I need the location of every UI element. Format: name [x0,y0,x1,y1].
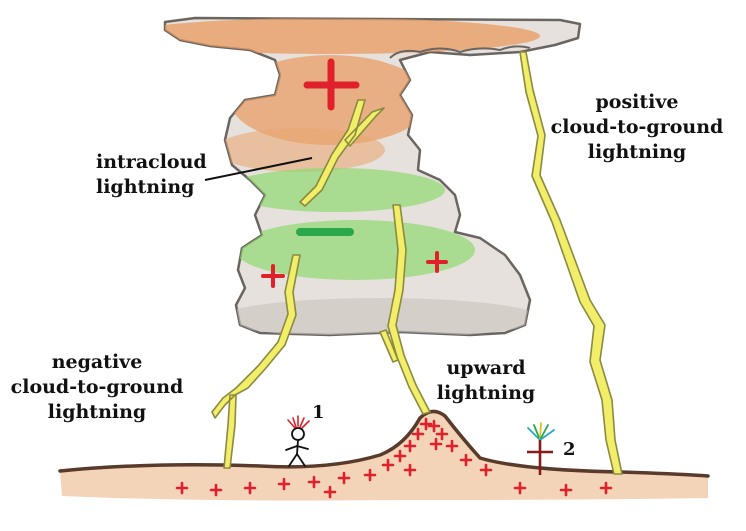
positive-cg-label: positive cloud-to-ground lightning [551,91,724,163]
mid-green-tint [225,168,445,212]
ground-charge [419,417,433,431]
ground-charge [381,458,395,472]
marker-2: 2 [563,439,576,460]
ground-charge [513,481,527,495]
person-figure [285,415,310,467]
ground-charge [427,419,441,433]
ground-charge [445,439,459,453]
ground-positive-charges [175,417,613,499]
negative-cg-label-line2: cloud-to-ground [11,376,184,398]
ground-charge [411,427,425,441]
ground-charge [209,483,223,497]
intracloud-label-line2: lightning [96,176,194,198]
upward-label-line2: lightning [437,382,535,404]
ground-charge [175,481,189,495]
tower-cross [527,422,555,475]
ground-charge [363,468,377,482]
lightning-bolts [211,51,623,475]
anvil-orange-tint [165,18,540,54]
ground-charge [429,437,443,451]
lower-right-positive-charge [426,251,448,273]
cloud-charges [261,58,448,288]
ground-charge [307,475,321,489]
ground-charge [403,439,417,453]
lower-grey-shade [220,298,540,335]
ground-charge [277,477,291,491]
negative-cg-lightning-bolt [211,254,301,469]
ground-charge [479,463,493,477]
ground-charge [337,471,351,485]
marker-1: 1 [312,402,325,423]
intracloud-label-line1: intracloud [96,151,207,173]
hair-standing-up [287,415,310,429]
sparks-at-top [527,422,555,441]
intracloud-lightning-bolt [299,99,385,207]
intracloud-pointer-line [204,157,313,181]
positive-cg-label-line3: lightning [588,141,686,163]
upward-label: upward lightning [437,357,535,404]
upward-label-line1: upward [446,357,525,379]
ground-charge [435,427,449,441]
negative-cg-label: negative cloud-to-ground lightning [11,351,184,423]
positive-cg-label-line1: positive [596,91,679,113]
lower-left-positive-charge [261,264,285,288]
ground-charge [403,463,417,477]
ground-charge [559,483,573,497]
ground-surface [60,411,708,501]
ground-charge [323,485,337,499]
upper-positive-charge [303,58,360,111]
upward-lightning-bolt [379,204,431,415]
positive-cg-label-line2: cloud-to-ground [551,116,724,138]
ground-charge [243,481,257,495]
anvil-edge-detail [389,45,531,59]
ground-charge [459,453,473,467]
negative-cg-label-line3: lightning [48,401,146,423]
positive-cg-lightning-bolt [519,51,623,475]
ground-charge [393,449,407,463]
negative-cg-label-line1: negative [52,351,143,373]
ground-charge [599,481,613,495]
intracloud-label: intracloud lightning [96,151,207,198]
